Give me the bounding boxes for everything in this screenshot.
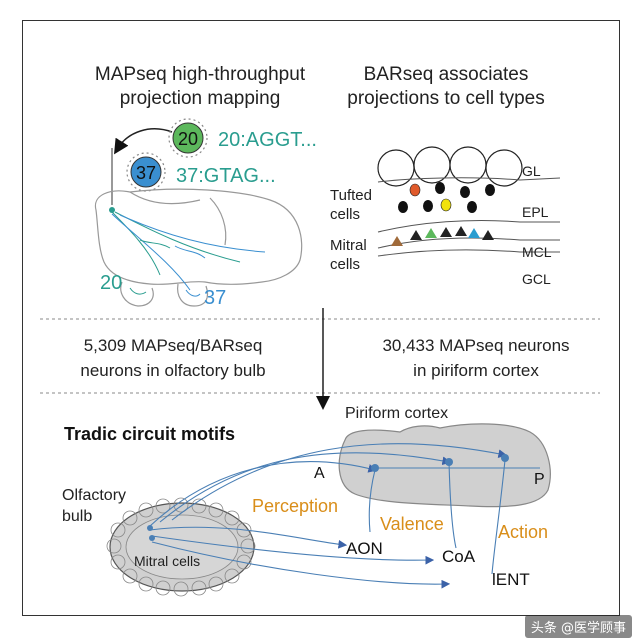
virus-green-icon <box>168 118 208 158</box>
aon-label: AON <box>346 539 383 558</box>
middle-right-line1: 30,433 MAPseq neurons <box>382 336 569 355</box>
tufted-label-line1: Tufted <box>330 187 372 204</box>
valence-label: Valence <box>380 514 444 534</box>
layer-mcl: MCL <box>522 244 552 260</box>
middle-left-line2: neurons in olfactory bulb <box>80 361 265 380</box>
coa-label: CoA <box>442 547 476 566</box>
piriform-cortex-shape <box>338 423 551 508</box>
label-p: P <box>534 471 545 488</box>
tufted-cells <box>398 182 495 213</box>
circuit-title: Tradic circuit motifs <box>64 424 235 444</box>
perception-label: Perception <box>252 496 338 516</box>
olfactory-bulb-label-line2: bulb <box>62 508 92 525</box>
virus-blue-number: 37 <box>136 163 156 183</box>
olfactory-bulb-label-line1: Olfactory <box>62 487 126 504</box>
lent-label: lENT <box>492 570 530 589</box>
label-a: A <box>314 465 325 482</box>
layer-gl: GL <box>522 163 541 179</box>
barcode-37: 37:GTAG... <box>176 165 276 187</box>
olfactory-bulb-shape <box>109 502 255 592</box>
layer-gcl: GCL <box>522 271 551 287</box>
projection-axons <box>109 209 266 297</box>
virus-blue-icon <box>126 152 166 192</box>
action-label: Action <box>498 522 548 542</box>
mitral-label-line1: Mitral <box>330 237 367 254</box>
region-label-37: 37 <box>204 287 226 309</box>
transfer-arrow <box>114 128 173 155</box>
layer-epl: EPL <box>522 204 549 220</box>
glomeruli-row <box>377 146 523 187</box>
barcode-20: 20:AGGT... <box>218 129 317 151</box>
mitral-cell-triangles <box>391 226 494 246</box>
barseq-title-line1: BARseq associates <box>364 64 529 85</box>
watermark: 头条 @医学顾事 <box>524 615 632 638</box>
mitral-cells-label: Mitral cells <box>134 553 200 569</box>
virus-green-number: 20 <box>178 129 198 149</box>
middle-left-line1: 5,309 MAPseq/BARseq <box>84 336 263 355</box>
injection-site <box>109 207 115 213</box>
barseq-title-line2: projections to cell types <box>347 88 545 109</box>
middle-right-line2: in piriform cortex <box>413 361 539 380</box>
piriform-label: Piriform cortex <box>345 405 448 422</box>
region-label-20: 20 <box>100 272 122 294</box>
brain-sketch <box>94 188 303 307</box>
circuit-nodes <box>147 454 509 541</box>
figure-frame <box>22 20 620 616</box>
mapseq-title-line2: projection mapping <box>120 88 281 109</box>
bulb-glomeruli <box>106 497 256 597</box>
tufted-label-line2: cells <box>330 206 360 223</box>
mitral-label-line2: cells <box>330 256 360 273</box>
circuit-projections <box>149 443 540 589</box>
mapseq-title-line1: MAPseq high-throughput <box>95 64 306 85</box>
